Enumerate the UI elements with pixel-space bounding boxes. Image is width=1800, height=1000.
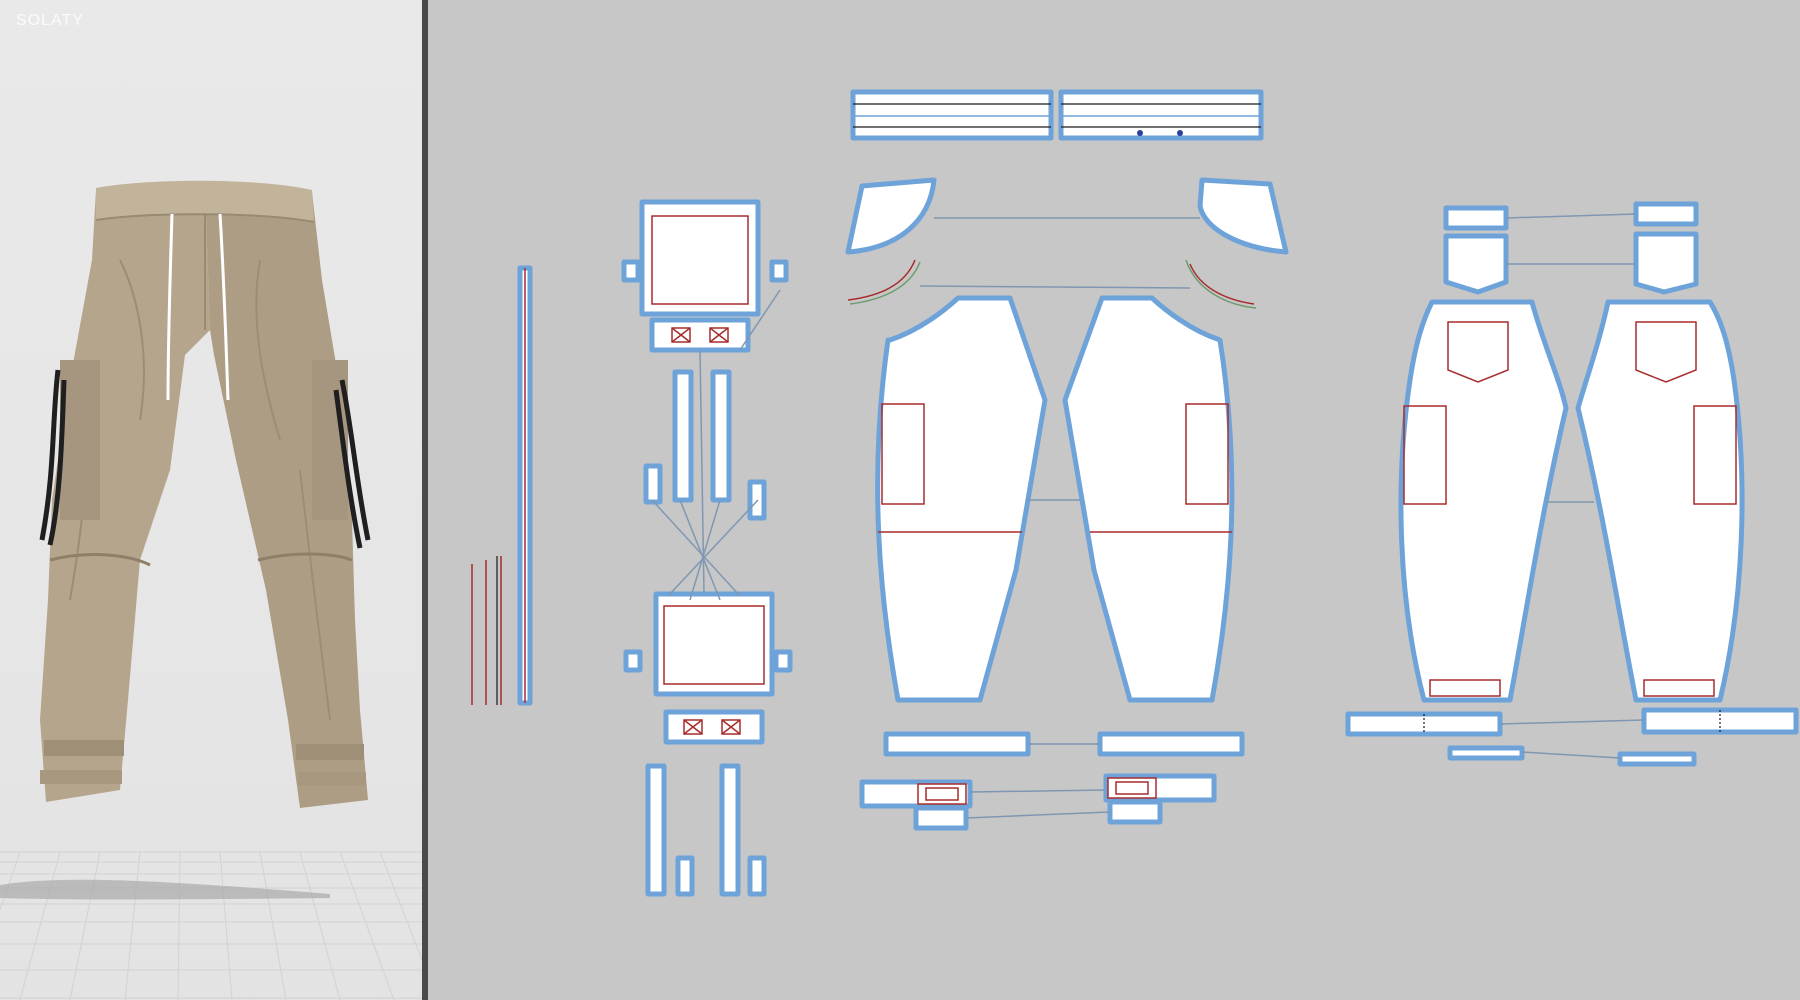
pattern-piece-cuff-right[interactable] bbox=[1097, 731, 1245, 757]
pattern-piece-back-tab-left[interactable] bbox=[1447, 745, 1525, 761]
pattern-piece-back-yoke-right[interactable] bbox=[1633, 201, 1699, 295]
pattern-piece-back-tab-right[interactable] bbox=[1617, 751, 1697, 767]
drawstrings bbox=[166, 213, 230, 401]
pattern-canvas[interactable]: .pc { fill:#ffffff; stroke:#6ea3da; stro… bbox=[428, 0, 1800, 1000]
pattern-piece-back-yoke-left[interactable] bbox=[1443, 205, 1509, 295]
pattern-piece-front-right[interactable] bbox=[1062, 295, 1235, 703]
pattern-piece-pocket-facing-left[interactable] bbox=[845, 177, 937, 305]
pattern-piece-short-straps[interactable] bbox=[471, 556, 502, 705]
pattern-piece-back-cuff-right[interactable] bbox=[1641, 707, 1799, 735]
cargo-straps bbox=[39, 369, 371, 549]
pattern-piece-pocket-facing-right[interactable] bbox=[1185, 177, 1289, 309]
pattern-piece-back-left[interactable] bbox=[1398, 299, 1569, 703]
pocket-link-lines bbox=[651, 289, 781, 601]
pattern-piece-waistband-left[interactable] bbox=[850, 89, 1054, 141]
pattern-piece-long-strap[interactable] bbox=[517, 265, 533, 706]
panel-divider[interactable] bbox=[422, 0, 428, 1000]
pattern-piece-back-right[interactable] bbox=[1575, 299, 1745, 703]
pattern-piece-front-left[interactable] bbox=[875, 295, 1048, 703]
pattern-piece-cargo-pocket-upper[interactable] bbox=[621, 199, 789, 521]
cargo-pants-model[interactable] bbox=[40, 180, 368, 808]
pattern-piece-ankle-strap-right[interactable] bbox=[1103, 773, 1217, 825]
pattern-piece-cargo-pocket-lower[interactable] bbox=[623, 591, 793, 897]
avatar-garment-view[interactable] bbox=[0, 0, 422, 1000]
floor-grid bbox=[0, 851, 422, 1000]
3d-viewport[interactable]: SOLATY bbox=[0, 0, 422, 1000]
pattern-piece-back-cuff-left[interactable] bbox=[1345, 711, 1503, 737]
2d-pattern-window[interactable]: .pc { fill:#ffffff; stroke:#6ea3da; stro… bbox=[428, 0, 1800, 1000]
pattern-piece-ankle-strap-left[interactable] bbox=[859, 779, 973, 831]
watermark-label: SOLATY bbox=[16, 12, 84, 29]
pattern-piece-cuff-left[interactable] bbox=[883, 731, 1031, 757]
floor-shadow bbox=[0, 879, 330, 900]
pattern-piece-waistband-right[interactable] bbox=[1058, 89, 1264, 141]
